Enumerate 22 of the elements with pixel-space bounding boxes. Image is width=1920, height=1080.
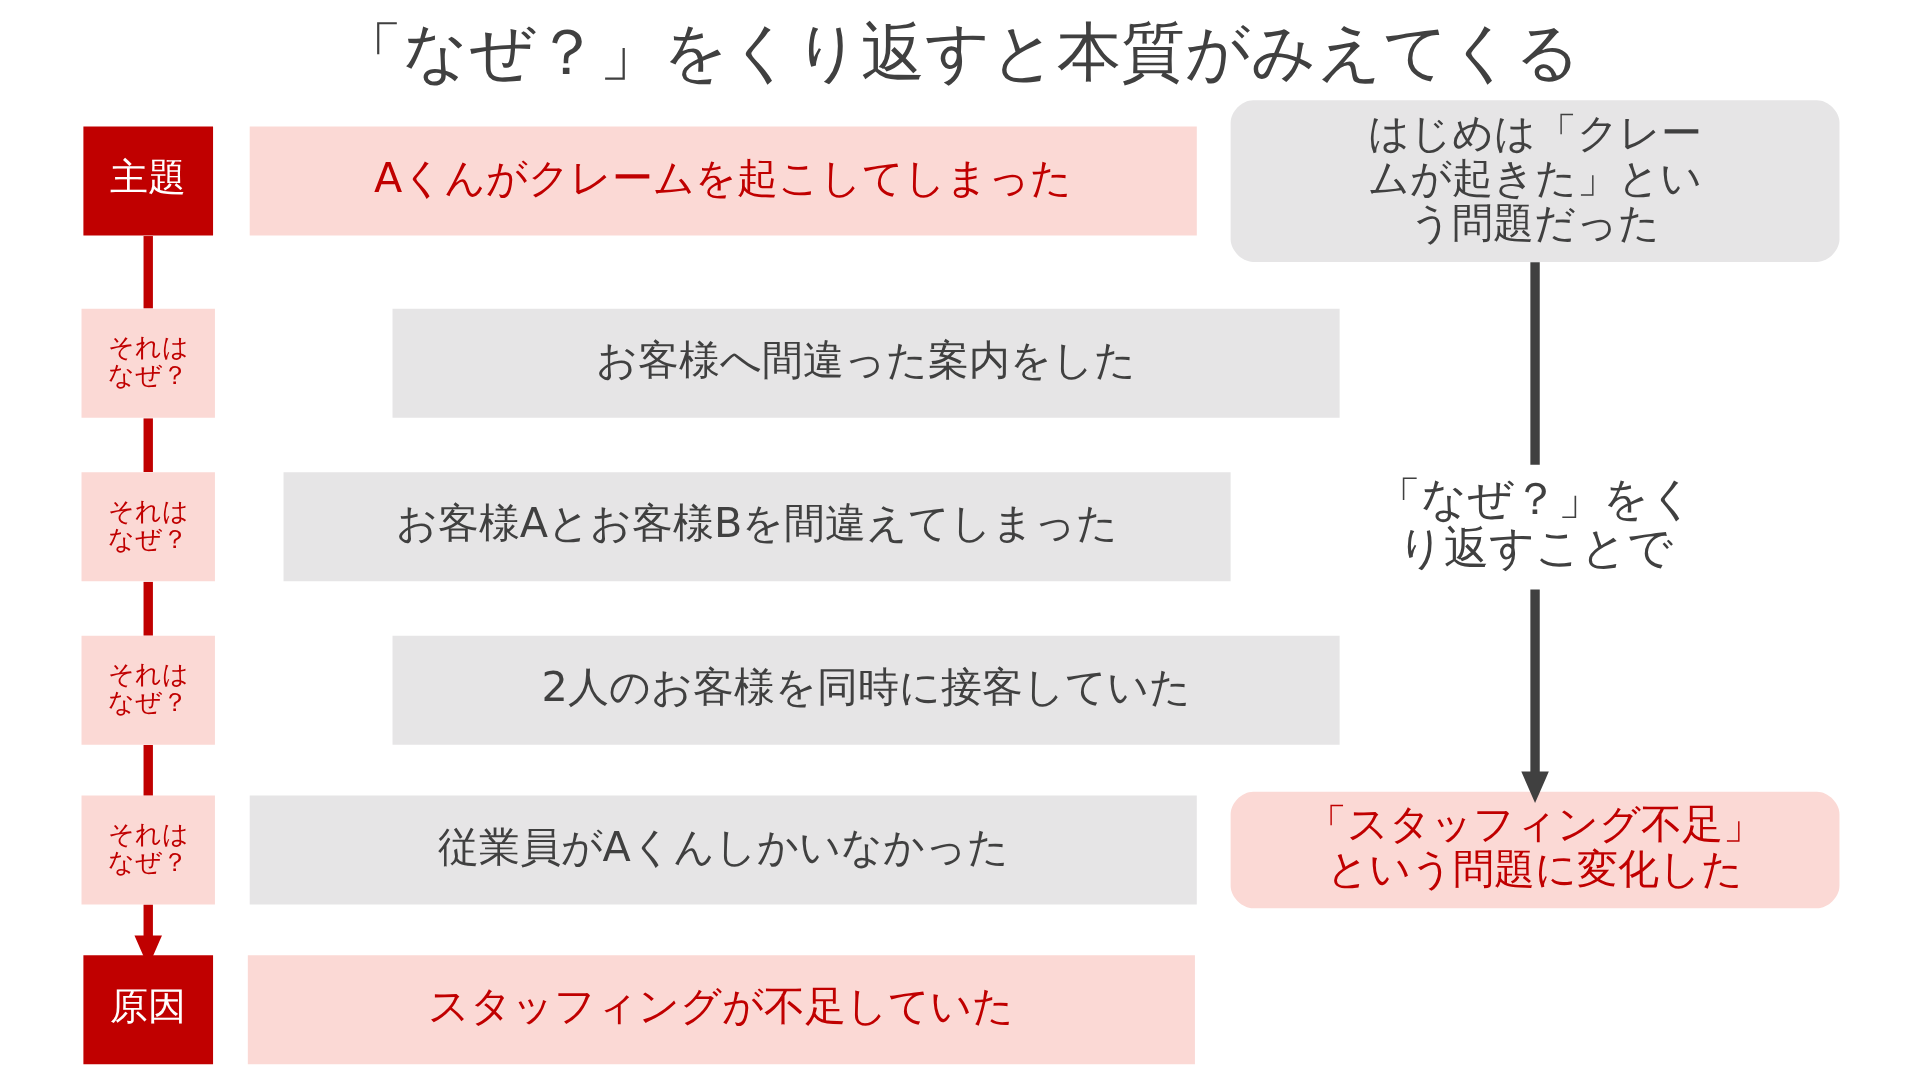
node-box: 主題 — [82, 126, 213, 236]
node-box: スタッフィングが不足していた — [247, 955, 1195, 1065]
arrow — [1520, 589, 1549, 804]
connector — [1529, 262, 1540, 465]
node-box: それはなぜ？ — [81, 472, 215, 582]
diagram-title: 「なぜ？」をくり返すと本質がみえてくる — [339, 15, 1581, 90]
node-box: それはなぜ？ — [81, 795, 215, 905]
node-box: お客様へ間違った案内をした — [392, 308, 1340, 418]
node-box: Aくんがクレームを起こしてしまった — [249, 126, 1197, 236]
node-box: 原因 — [82, 955, 213, 1065]
node-box: それはなぜ？ — [81, 635, 215, 745]
connector — [143, 236, 153, 309]
node-box: それはなぜ？ — [81, 308, 215, 418]
node-box: お客様Aとお客様Bを間違えてしまった — [283, 472, 1231, 582]
connector — [143, 418, 153, 472]
node-text: 「なぜ？」をくり返すことで — [1375, 472, 1695, 574]
node-box: 2人のお客様を同時に接客していた — [392, 635, 1340, 745]
connector — [143, 581, 153, 636]
connector — [143, 745, 153, 796]
node-box: はじめは「クレームが起きた」という問題だった — [1230, 100, 1839, 262]
node-box: 従業員がAくんしかいなかった — [249, 795, 1197, 905]
node-box: 「スタッフィング不足」という問題に変化した — [1230, 791, 1839, 909]
